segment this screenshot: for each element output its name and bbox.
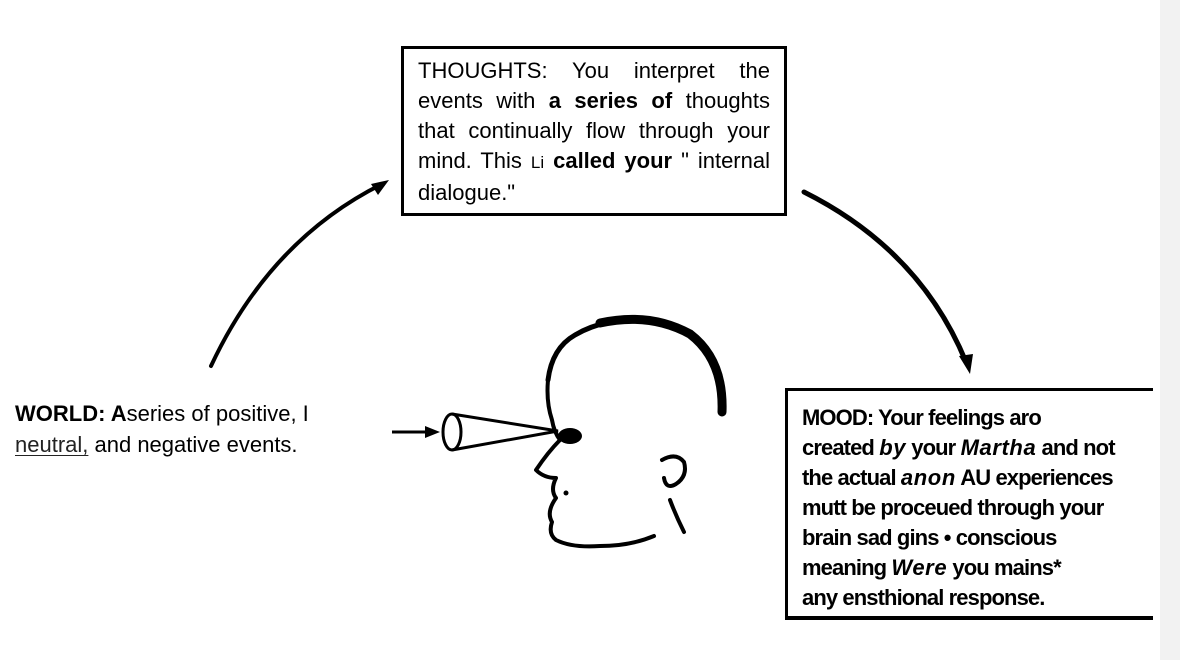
world-label: WORLD: A [15,401,127,426]
world-text-2: and negative events. [88,432,298,457]
world-underlined: neutral, [15,432,89,457]
thoughts-text-1: You interpret the events with [418,58,770,113]
mood-line-6: meaning Were you mains* [802,553,1147,583]
mood-l6c: you mains* [947,555,1061,580]
arrow-thoughts-to-mood [801,189,969,365]
pointer-arrow-head [425,426,440,438]
arrowhead-thoughts [371,180,389,195]
mood-l2d: Martha [960,435,1037,460]
mood-l3a: the actual [802,465,901,490]
mood-l2c: your [906,435,961,460]
world-text-1: series of positive, I [126,401,309,426]
mood-l2b: by [879,435,907,460]
arrow-world-to-thoughts [209,182,384,368]
thoughts-label: THOUGHTS: [418,58,548,83]
thoughts-text-4: " internal dialogue." [418,148,770,205]
mood-l2a: created [802,435,880,460]
mood-line-7: any ensthional response. [802,585,1045,610]
mood-line-4: mutt be proceued through your [802,495,1104,520]
mood-l2e: and not [1036,435,1116,460]
thoughts-box: THOUGHTS: You interpret the events with … [401,46,787,216]
arrowhead-mood [959,354,973,374]
mood-line-3: the actual anon AU experiences [802,463,1147,493]
mood-line-5: brain sad gins • conscious [802,525,1057,550]
thoughts-bold-1: a series of [548,88,673,113]
head-silhouette-icon [534,314,727,549]
thoughts-bold-2: called your [553,148,673,173]
thoughts-text-3 [544,148,553,173]
mood-l6b: Were [891,555,948,580]
mood-line-2: created by your Martha and not [802,433,1147,463]
thoughts-text-2: thoughts that continually flow through y… [418,88,771,173]
mood-line-1: MOOD: Your feelings aro [802,405,1042,430]
eye-cone-icon [441,412,582,452]
page-margin [1160,0,1180,660]
mood-l6a: meaning [802,555,892,580]
mood-box: MOOD: Your feelings aro created by your … [785,388,1153,620]
mood-l3c: AU experiences [955,465,1113,490]
thoughts-small-text: Li [530,153,545,172]
mood-l3b: anon [900,465,956,490]
world-text: WORLD: Aseries of positive, I neutral, an… [15,398,395,460]
